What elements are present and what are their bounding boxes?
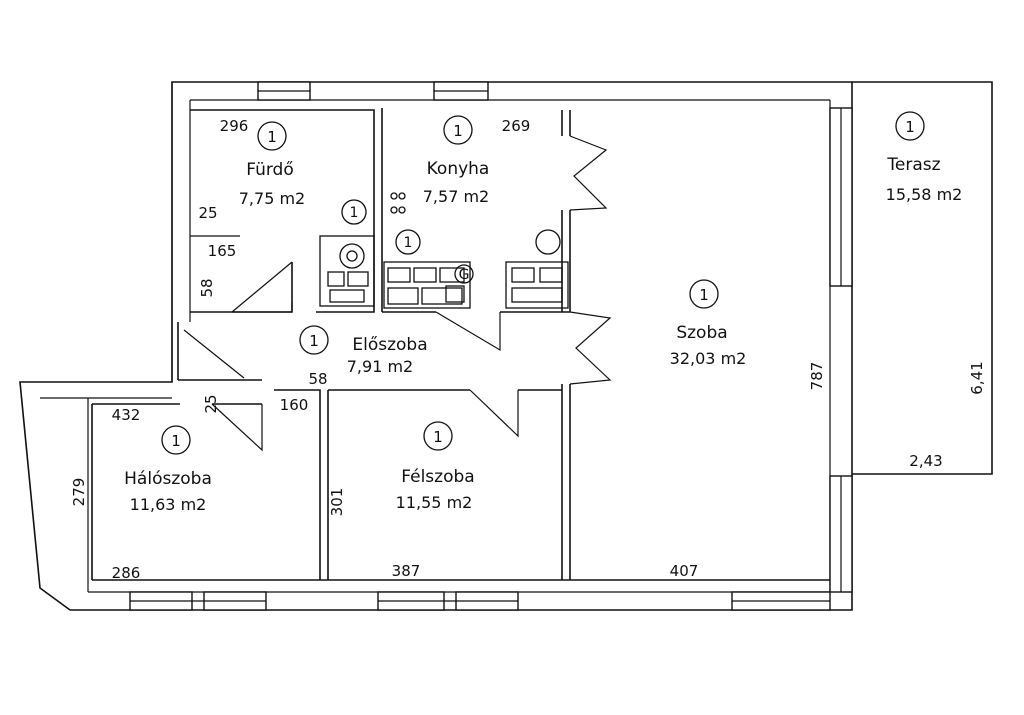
dim-279: 279 xyxy=(70,478,88,507)
dim-296: 296 xyxy=(220,117,249,135)
dim-25-hall: 25 xyxy=(202,394,220,413)
dim-787: 787 xyxy=(808,362,826,391)
gas-meter-icon: G xyxy=(454,264,474,284)
furdo-area: 7,75 m2 xyxy=(239,189,305,208)
felszoba-name: Félszoba xyxy=(401,467,474,487)
dim-301: 301 xyxy=(328,488,346,517)
dim-641: 6,41 xyxy=(968,361,986,394)
bathroom-fixtures xyxy=(319,235,375,307)
kitchen-fixture-number: 1 xyxy=(404,235,413,251)
konyha-name: Konyha xyxy=(427,159,490,179)
szoba-number: 1 xyxy=(699,286,709,304)
eloszoba-name: Előszoba xyxy=(352,335,427,355)
dim-387: 387 xyxy=(392,562,421,580)
eloszoba-area: 7,91 m2 xyxy=(347,357,413,376)
dim-165: 165 xyxy=(208,242,237,260)
terrace-outline xyxy=(852,81,993,475)
dim-25-bath: 25 xyxy=(198,204,217,222)
dim-58-hall: 58 xyxy=(308,370,327,388)
furdo-number: 1 xyxy=(267,128,277,146)
windows-bottom xyxy=(129,591,831,611)
dim-58-bath: 58 xyxy=(198,278,216,297)
furdo-name: Fürdő xyxy=(246,160,294,180)
felszoba-area: 11,55 m2 xyxy=(396,493,473,512)
eloszoba-number: 1 xyxy=(309,332,319,350)
dim-286: 286 xyxy=(112,564,141,582)
haloszoba-area: 11,63 m2 xyxy=(130,495,207,514)
dim-432: 432 xyxy=(112,406,141,424)
dim-407: 407 xyxy=(670,562,699,580)
dim-243: 2,43 xyxy=(909,452,942,470)
gas-symbol: G xyxy=(459,267,470,283)
room-labels: Fürdő 7,75 m2 Konyha 7,57 m2 Szoba 32,03… xyxy=(124,155,962,514)
terasz-name: Terasz xyxy=(886,155,940,175)
felszoba-number: 1 xyxy=(433,428,443,446)
kitchen-fixtures xyxy=(383,192,569,309)
windows-right xyxy=(829,107,853,593)
szoba-name: Szoba xyxy=(676,323,727,343)
dim-269: 269 xyxy=(502,117,531,135)
terasz-number: 1 xyxy=(905,118,915,136)
szoba-area: 32,03 m2 xyxy=(670,349,747,368)
room-number-markers: 1 1 1 1 1 1 1 1 1 xyxy=(161,111,925,455)
terasz-area: 15,58 m2 xyxy=(886,185,963,204)
konyha-number: 1 xyxy=(453,122,463,140)
door-swings xyxy=(183,135,612,452)
windows-top xyxy=(257,81,489,101)
konyha-area: 7,57 m2 xyxy=(423,187,489,206)
haloszoba-number: 1 xyxy=(171,432,181,450)
interior-walls xyxy=(91,108,830,581)
dimension-labels: 296 269 25 165 58 58 25 160 432 279 286 … xyxy=(70,117,986,582)
dim-160: 160 xyxy=(280,396,309,414)
bath-fixture-number: 1 xyxy=(350,205,359,221)
haloszoba-name: Hálószoba xyxy=(124,469,212,489)
